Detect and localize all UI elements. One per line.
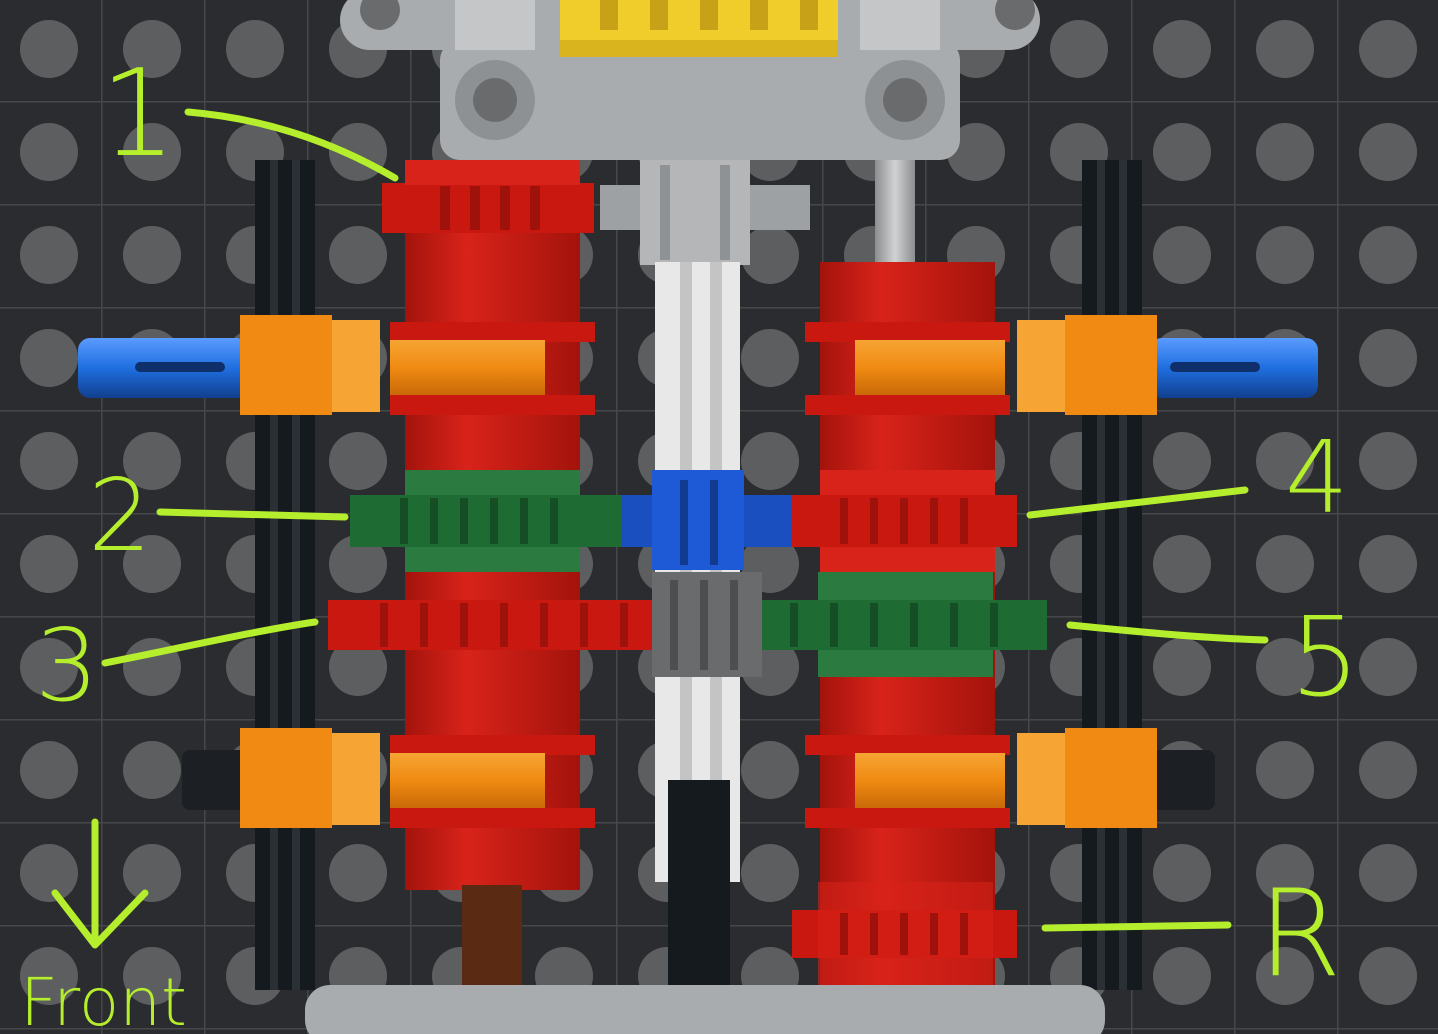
gray-center-gear bbox=[652, 572, 762, 677]
blue-center-gear bbox=[622, 470, 792, 570]
leader-line-2 bbox=[156, 508, 349, 521]
label-gear-2: 2 bbox=[88, 457, 152, 574]
right-lower-bushing bbox=[855, 753, 1005, 808]
label-gear-5: 5 bbox=[1290, 593, 1360, 721]
right-black-rail bbox=[1082, 160, 1142, 990]
gear-1-red bbox=[382, 160, 594, 233]
right-black-pin bbox=[1145, 750, 1215, 810]
orange-connectors bbox=[240, 315, 1157, 828]
label-gear-3: 3 bbox=[35, 607, 99, 724]
left-red-shaft bbox=[390, 160, 595, 990]
label-front: Front bbox=[20, 964, 187, 1034]
label-gear-4: 4 bbox=[1285, 419, 1349, 536]
leader-line-4 bbox=[1026, 486, 1249, 519]
label-reverse: R bbox=[1258, 865, 1341, 1004]
label-gear-1: 1 bbox=[100, 45, 176, 184]
leader-line-1 bbox=[184, 108, 399, 182]
gear-5-green bbox=[762, 572, 1047, 677]
gear-4-red bbox=[792, 470, 1017, 572]
bottom-frame bbox=[305, 985, 1105, 1034]
left-black-rail bbox=[255, 160, 315, 990]
gear-2-green bbox=[350, 470, 622, 572]
right-upper-bushing bbox=[855, 340, 1005, 395]
leader-line-5 bbox=[1066, 621, 1269, 644]
yellow-crown-gear bbox=[560, 0, 838, 57]
gear-r-red bbox=[792, 882, 1017, 992]
leader-line-r bbox=[1041, 921, 1232, 932]
gear-3-red bbox=[328, 600, 653, 650]
left-upper-bushing bbox=[390, 340, 545, 395]
gray-input-gear bbox=[600, 160, 915, 265]
left-black-pin bbox=[182, 750, 252, 810]
down-arrow-icon bbox=[51, 818, 149, 949]
leader-line-3 bbox=[101, 618, 319, 667]
left-lower-bushing bbox=[390, 753, 545, 808]
